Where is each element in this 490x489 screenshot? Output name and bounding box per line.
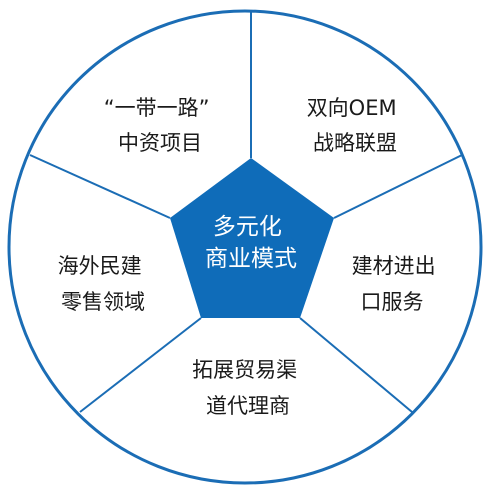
center-label-line1: 多元化 xyxy=(213,214,282,240)
segment-label-oem: 双向OEM 战略联盟 xyxy=(307,96,404,155)
segment-label-oem-line1: 双向OEM xyxy=(307,96,397,120)
segment-label-belt-road: “一带一路” 中资项目 xyxy=(104,96,216,155)
segment-label-trade-channels-line2: 道代理商 xyxy=(206,394,290,418)
segment-label-oem-line2: 战略联盟 xyxy=(313,131,397,155)
center-label: 多元化 商业模式 xyxy=(205,214,297,272)
segment-label-overseas-retail: 海外民建 零售领域 xyxy=(58,254,149,314)
segment-label-building-materials: 建材进出 口服务 xyxy=(352,254,443,314)
segment-label-belt-road-line2: 中资项目 xyxy=(118,131,202,155)
segment-label-trade-channels-line1: 拓展贸易渠 xyxy=(192,358,297,382)
center-pentagon xyxy=(170,158,334,318)
divider-line-right xyxy=(333,154,463,219)
divider-line-bottom-left xyxy=(79,317,202,413)
segment-label-overseas-retail-line1: 海外民建 xyxy=(58,254,142,278)
divider-line-left xyxy=(29,154,171,219)
center-label-line2: 商业模式 xyxy=(205,246,297,272)
segment-label-trade-channels: 拓展贸易渠 道代理商 xyxy=(192,358,304,418)
segment-label-building-materials-line2: 口服务 xyxy=(361,290,424,314)
segment-label-belt-road-line1: “一带一路” xyxy=(104,96,210,120)
segment-label-building-materials-line1: 建材进出 xyxy=(352,254,436,278)
segment-label-overseas-retail-line2: 零售领域 xyxy=(61,290,145,314)
divider-line-bottom-right xyxy=(299,317,413,413)
